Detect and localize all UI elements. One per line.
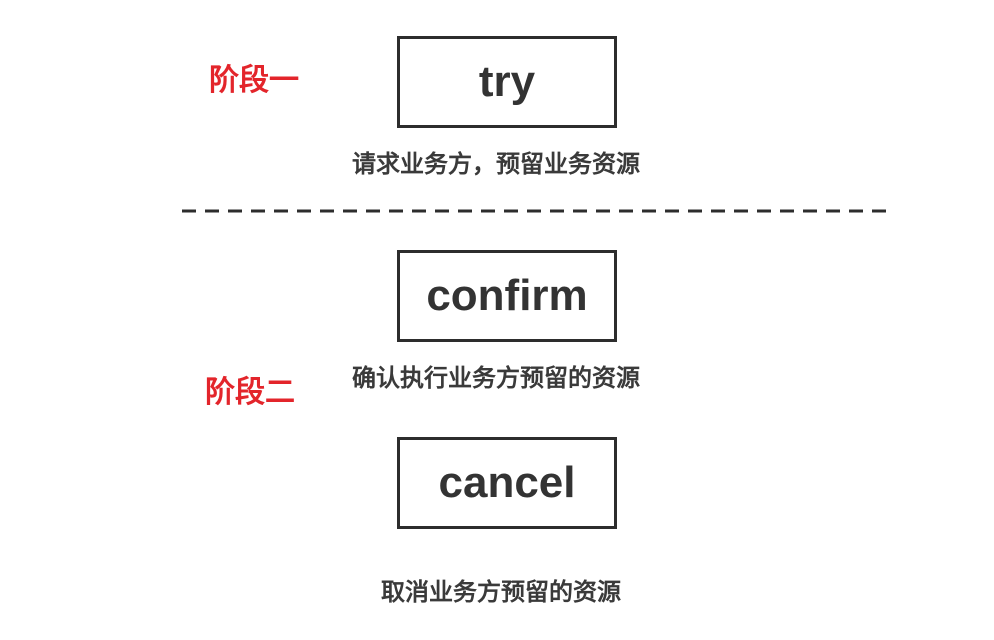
confirm-caption: 确认执行业务方预留的资源	[352, 364, 640, 392]
confirm-label: confirm	[426, 271, 588, 320]
phase-divider	[182, 209, 892, 213]
cancel-box: cancel	[397, 437, 617, 529]
cancel-label: cancel	[438, 458, 576, 507]
confirm-box: confirm	[397, 250, 617, 342]
try-label: try	[478, 57, 536, 106]
try-caption: 请求业务方，预留业务资源	[352, 150, 640, 178]
try-box: try	[397, 36, 617, 128]
stage-two-label: 阶段二	[205, 375, 295, 410]
stage-one-label: 阶段一	[209, 63, 299, 98]
cancel-caption: 取消业务方预留的资源	[381, 578, 621, 606]
